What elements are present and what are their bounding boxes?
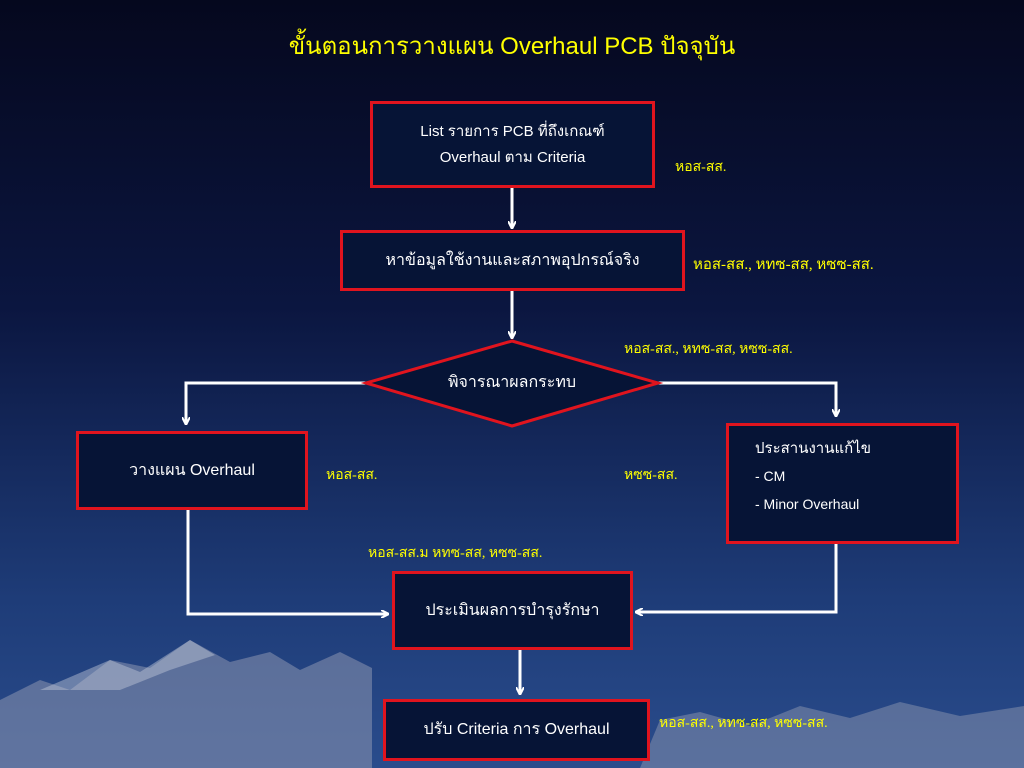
responsible-note-coordinate: หซซ-สส. [624, 468, 678, 483]
step-coordinate-heading: ประสานงานแก้ไข [755, 440, 872, 457]
step-collect-data: หาข้อมูลใช้งานและสภาพอุปกรณ์จริง [340, 230, 685, 291]
step-coordinate-item-minor: - Minor Overhaul [755, 495, 860, 512]
responsible-note-adjust: หอส-สส., หทซ-สส, หซซ-สส. [659, 716, 828, 731]
step-adjust-criteria: ปรับ Criteria การ Overhaul [383, 699, 650, 761]
step-coordinate-item-cm: - CM [755, 468, 786, 485]
step-list-line1: List รายการ PCB ที่ถึงเกณฑ์ [420, 123, 605, 140]
step-plan-label: วางแผน Overhaul [129, 461, 255, 479]
arrow-consider-to-coordinate [658, 381, 836, 416]
step-evaluate: ประเมินผลการบำรุงรักษา [392, 571, 633, 650]
arrow-coordinate-to-evaluate [636, 544, 838, 612]
step-collect-label: หาข้อมูลใช้งานและสภาพอุปกรณ์จริง [385, 251, 640, 269]
slide-title: ขั้นตอนการวางแผน Overhaul PCB ปัจจุบัน [288, 33, 736, 60]
step-coordinate-fix: ประสานงานแก้ไข - CM - Minor Overhaul [726, 423, 959, 544]
responsible-note-consider: หอส-สส., หทซ-สส, หซซ-สส. [624, 342, 793, 357]
responsible-note-collect: หอส-สส., หทซ-สส, หซซ-สส. [693, 257, 874, 273]
step-list-line2: Overhaul ตาม Criteria [439, 148, 586, 166]
arrow-plan-to-evaluate [186, 510, 388, 614]
arrow-consider-to-plan [186, 381, 366, 424]
responsible-note-evaluate: หอส-สส.ม หทซ-สส, หซซ-สส. [368, 546, 543, 561]
responsible-note-list: หอส-สส. [675, 160, 727, 175]
step-list-pcb: List รายการ PCB ที่ถึงเกณฑ์ Overhaul ตาม… [370, 101, 655, 188]
step-adjust-label: ปรับ Criteria การ Overhaul [423, 721, 610, 739]
step-consider-impact: พิจารณาผลกระทบ [447, 374, 577, 391]
responsible-note-plan: หอส-สส. [326, 468, 378, 483]
decision-diamond [360, 339, 664, 428]
step-evaluate-label: ประเมินผลการบำรุงรักษา [425, 601, 600, 619]
step-plan-overhaul: วางแผน Overhaul [76, 431, 308, 510]
